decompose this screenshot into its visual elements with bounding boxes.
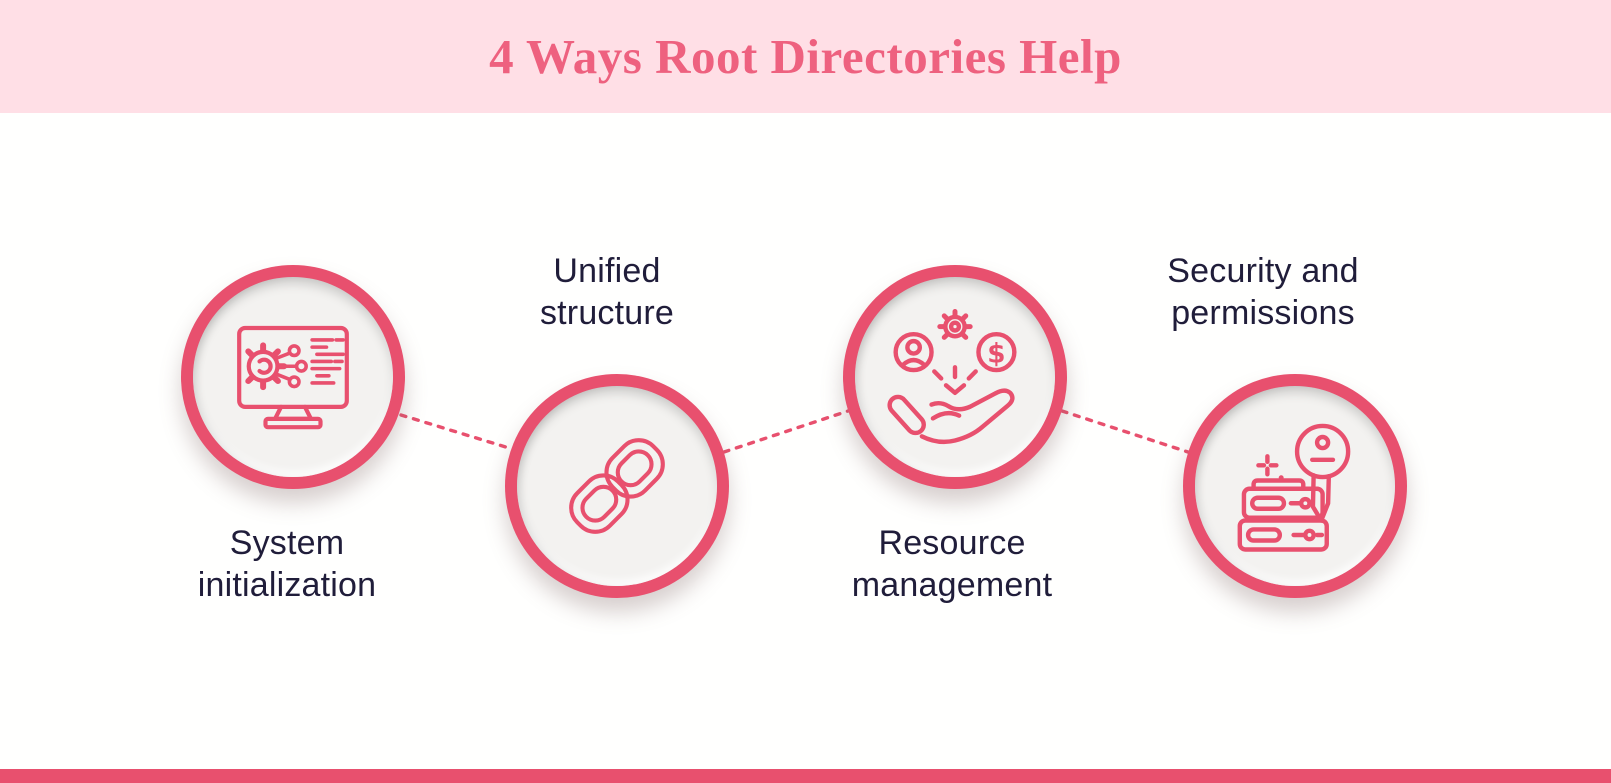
label-line: initialization: [197, 566, 377, 604]
header-band: 4 Ways Root Directories Help: [0, 0, 1611, 113]
label-line: Unified: [553, 252, 661, 290]
circle-inner: [1195, 386, 1395, 586]
circle-inner: [193, 277, 393, 477]
label-line: management: [851, 566, 1053, 604]
monitor-gear-icon: [237, 325, 349, 430]
hand-resources-icon: $: [887, 308, 1017, 445]
item-label-security-permissions: Security and permissions: [1073, 250, 1453, 334]
chain-link-icon: [569, 438, 665, 534]
footer-accent-bar: [0, 769, 1611, 783]
item-label-resource-management: Resource management: [762, 522, 1142, 606]
circle-inner: $: [855, 277, 1055, 477]
label-line: Resource: [878, 524, 1026, 562]
label-line: Security and: [1167, 252, 1359, 290]
page-title: 4 Ways Root Directories Help: [489, 29, 1122, 84]
item-label-system-initialization: System initialization: [97, 522, 477, 606]
item-circle-security-permissions: [1183, 374, 1407, 598]
label-line: structure: [539, 294, 675, 332]
label-line: permissions: [1171, 294, 1355, 332]
circle-inner: [517, 386, 717, 586]
item-circle-system-initialization: [181, 265, 405, 489]
item-label-unified-structure: Unified structure: [417, 250, 797, 334]
item-circle-unified-structure: [505, 374, 729, 598]
svg-text:$: $: [987, 340, 1005, 370]
label-line: System: [229, 524, 345, 562]
key-server-icon: [1237, 423, 1351, 552]
item-circle-resource-management: $: [843, 265, 1067, 489]
